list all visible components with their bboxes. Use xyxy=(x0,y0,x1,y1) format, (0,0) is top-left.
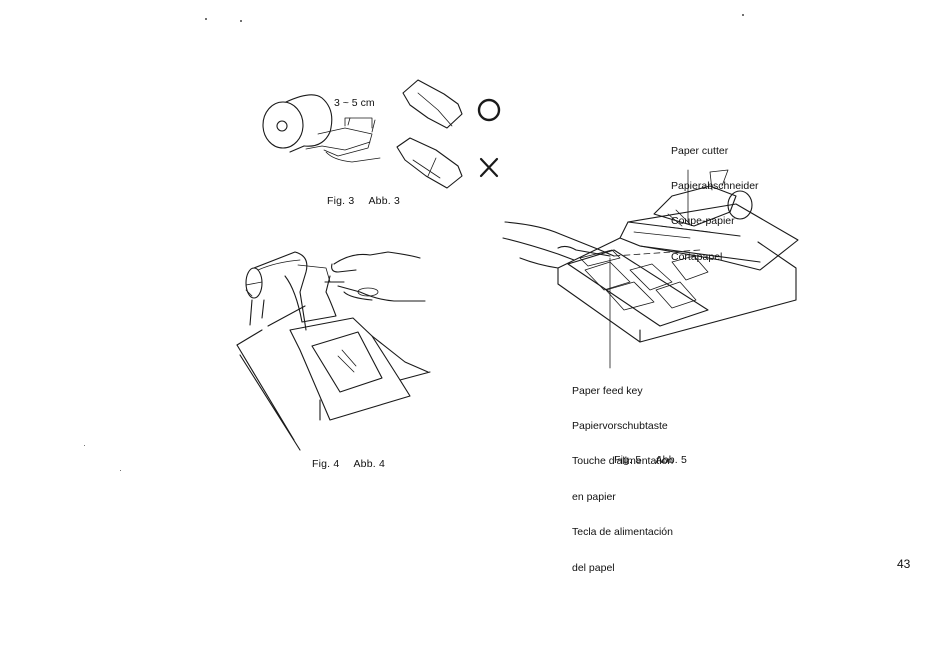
paper-loading-illustration xyxy=(236,251,431,451)
figure-3-fig: Fig. 3 xyxy=(327,195,355,207)
paper-feed-key-label: Paper feed key Papiervorschubtaste Touch… xyxy=(572,362,673,586)
figure-4-caption: Fig. 4 Abb. 4 xyxy=(312,458,385,470)
paper-feed-key-label-fr-2: en papier xyxy=(572,490,616,503)
paper-feed-key-label-es-1: Tecla de alimentación xyxy=(572,526,673,539)
figure-3-caption: Fig. 3 Abb. 3 xyxy=(327,195,400,207)
paper-feed-key-label-en: Paper feed key xyxy=(572,384,643,397)
paper-cutter-label: Paper cutter Papierabschneider Coupe-pap… xyxy=(671,122,759,275)
figure-5-fig: Fig. 5 xyxy=(614,454,642,466)
figure-5-abb: Abb. 5 xyxy=(655,454,688,466)
paper-cutter-label-de: Papierabschneider xyxy=(671,179,759,192)
scan-speck xyxy=(84,445,85,446)
page-number: 43 xyxy=(897,557,911,571)
paper-cutter-label-es: Cortapapel xyxy=(671,250,723,263)
figure-4-abb: Abb. 4 xyxy=(353,458,386,470)
figure-5-caption: Fig. 5 Abb. 5 xyxy=(614,454,687,466)
scan-speck xyxy=(240,20,242,22)
scan-speck xyxy=(205,18,207,20)
paper-feed-key-label-de: Papiervorschubtaste xyxy=(572,419,668,432)
scan-speck xyxy=(742,14,744,16)
paper-feed-key-label-es-2: del papel xyxy=(572,561,615,574)
wrong-cross-icon xyxy=(479,157,499,178)
figure-4-fig: Fig. 4 xyxy=(312,458,340,470)
paper-cutter-label-en: Paper cutter xyxy=(671,144,729,157)
measurement-label: 3 ~ 5 cm xyxy=(334,97,375,109)
paper-feed-key-label-fr-1: Touche d'alimentation xyxy=(572,455,674,468)
figure-3-abb: Abb. 3 xyxy=(368,195,401,207)
correct-circle-icon xyxy=(477,98,501,122)
paper-cutter-label-fr: Coupe-papier xyxy=(671,215,735,228)
scan-speck xyxy=(120,470,121,471)
